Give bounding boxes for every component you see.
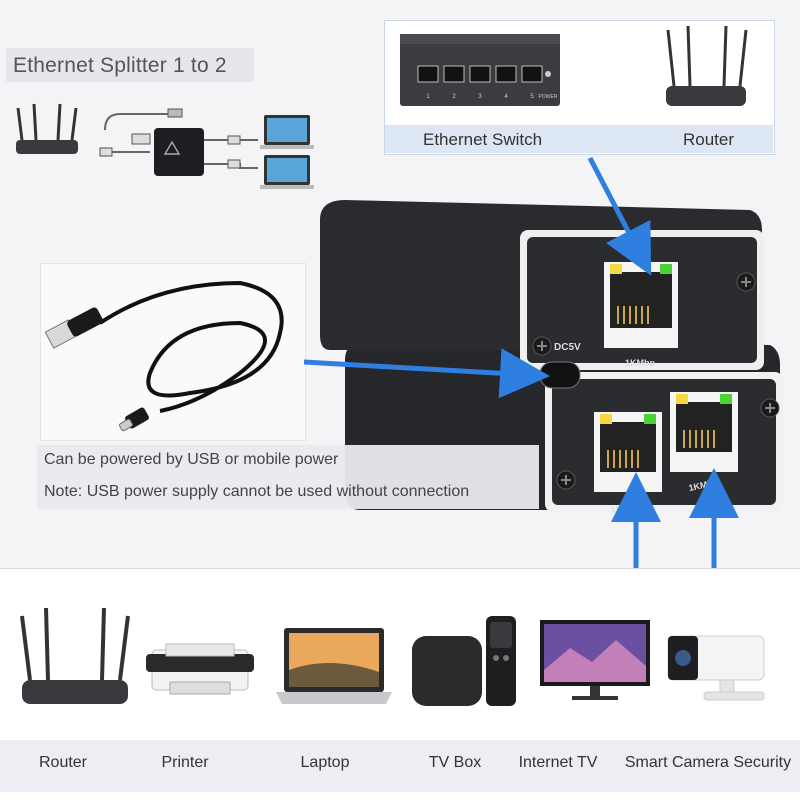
switch-power-label: POWER bbox=[539, 94, 558, 100]
arrow-icon bbox=[587, 156, 652, 276]
tv-icon bbox=[540, 620, 650, 700]
power-note-line-2: Note: USB power supply cannot be used wi… bbox=[44, 483, 470, 500]
usb-cable-icon bbox=[44, 280, 284, 432]
switch-port-number: 3 bbox=[478, 94, 482, 100]
device-label-internet-tv: Internet TV bbox=[518, 754, 598, 771]
device-label-laptop: Laptop bbox=[300, 754, 350, 771]
device-label-router: Router bbox=[38, 754, 88, 771]
switch-port-number: 2 bbox=[452, 94, 456, 100]
page-title: Ethernet Splitter 1 to 2 bbox=[13, 54, 227, 77]
mini-diagram bbox=[16, 103, 314, 189]
ethernet-switch-icon bbox=[400, 34, 560, 106]
router-icon bbox=[666, 26, 748, 106]
screw-icon bbox=[760, 398, 780, 418]
power-note-line-1: Can be powered by USB or mobile power bbox=[44, 451, 339, 468]
switch-port-number: 5 bbox=[530, 94, 534, 100]
router-icon bbox=[20, 607, 130, 704]
switch-port-number: 1 bbox=[426, 94, 430, 100]
laptop-icon bbox=[276, 628, 392, 704]
mini-laptop-icon bbox=[260, 155, 314, 189]
arrow-icon bbox=[303, 348, 550, 399]
mini-router-icon bbox=[16, 103, 78, 154]
tv-box-icon bbox=[412, 616, 516, 706]
ethernet-port-icon bbox=[670, 392, 738, 472]
supported-devices-label-bar bbox=[0, 740, 800, 792]
device-label-printer: Printer bbox=[161, 754, 209, 771]
screw-icon bbox=[556, 470, 576, 490]
camera-icon bbox=[667, 635, 765, 701]
switch-port-number: 4 bbox=[504, 94, 508, 100]
mini-laptop-icon bbox=[260, 115, 314, 149]
power-label: DC5V bbox=[554, 342, 581, 353]
device-label-smart-camera: Smart Camera Security bbox=[624, 754, 792, 771]
input-port-label: 1KMbp bbox=[625, 358, 655, 368]
router-label: Router bbox=[683, 130, 735, 149]
upstream-caption-bar bbox=[385, 125, 773, 153]
title-background bbox=[6, 48, 254, 82]
ethernet-switch-label: Ethernet Switch bbox=[423, 130, 543, 149]
supported-devices-icons bbox=[20, 607, 765, 706]
mini-splitter-icon bbox=[154, 128, 204, 176]
upstream-illustration: 1 2 3 4 5 POWER bbox=[400, 26, 748, 106]
power-note-box bbox=[37, 445, 539, 509]
device-label-tv-box: TV Box bbox=[428, 754, 482, 771]
printer-icon bbox=[146, 643, 254, 695]
screw-icon bbox=[736, 272, 756, 292]
ethernet-port-icon bbox=[604, 262, 678, 348]
